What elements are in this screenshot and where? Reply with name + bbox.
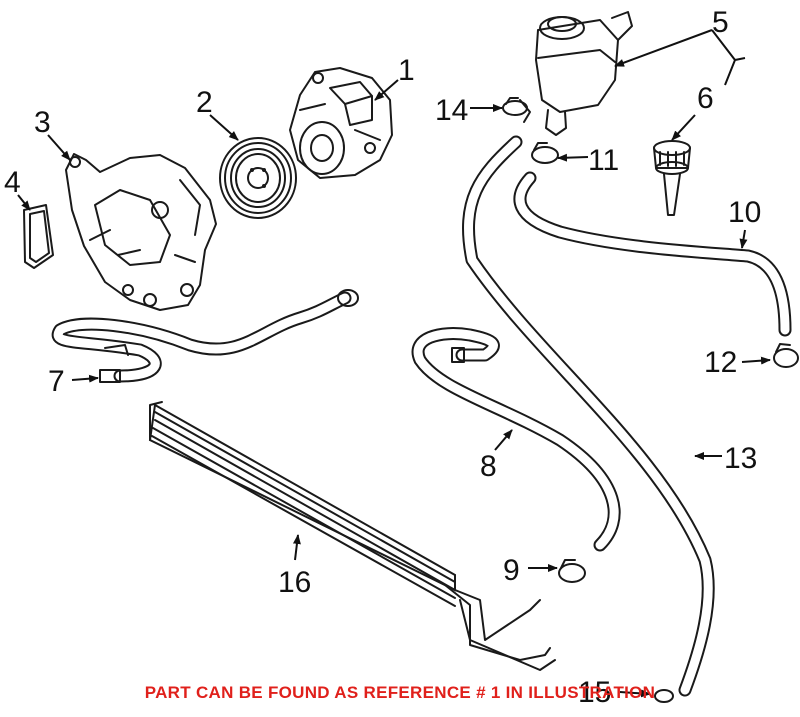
callout-16: 16 [278, 566, 311, 599]
callout-4: 4 [4, 166, 21, 199]
callout-13: 13 [724, 442, 757, 475]
reservoir-part [519, 11, 633, 136]
hose-clamp-12 [773, 343, 799, 368]
pump-bracket-part [65, 153, 217, 311]
callout-12: 12 [704, 346, 737, 379]
long-hose-part [462, 135, 715, 697]
callout-9: 9 [503, 554, 520, 587]
callout-14: 14 [435, 94, 468, 127]
callout-labels: 1 2 3 4 5 6 7 8 9 10 11 12 13 14 15 16 [4, 6, 761, 709]
pressure-line-part [51, 289, 359, 383]
callout-5: 5 [712, 6, 729, 39]
callout-11: 11 [588, 144, 619, 177]
callout-2: 2 [196, 86, 213, 119]
hose-clamp-14 [502, 97, 528, 116]
reservoir-cap-part [653, 140, 691, 216]
reference-footnote: PART CAN BE FOUND AS REFERENCE # 1 IN IL… [144, 683, 656, 702]
hose-clamp-9 [558, 559, 586, 583]
oil-cooler-part [148, 401, 556, 671]
callout-15: 15 [578, 676, 611, 709]
hose-clamp-11 [531, 142, 559, 164]
leader-lines [17, 29, 771, 698]
return-hose-part [513, 171, 792, 337]
hose-clamp-15 [654, 689, 674, 703]
callout-1: 1 [398, 54, 415, 87]
callout-8: 8 [480, 450, 497, 483]
callout-7: 7 [48, 365, 65, 398]
callout-3: 3 [34, 106, 51, 139]
pressure-hose-part [411, 327, 621, 552]
power-steering-pump-part [289, 67, 393, 179]
callout-6: 6 [697, 82, 714, 115]
callout-10: 10 [728, 196, 761, 229]
gasket-part [23, 204, 54, 269]
pulley-part [219, 137, 297, 219]
